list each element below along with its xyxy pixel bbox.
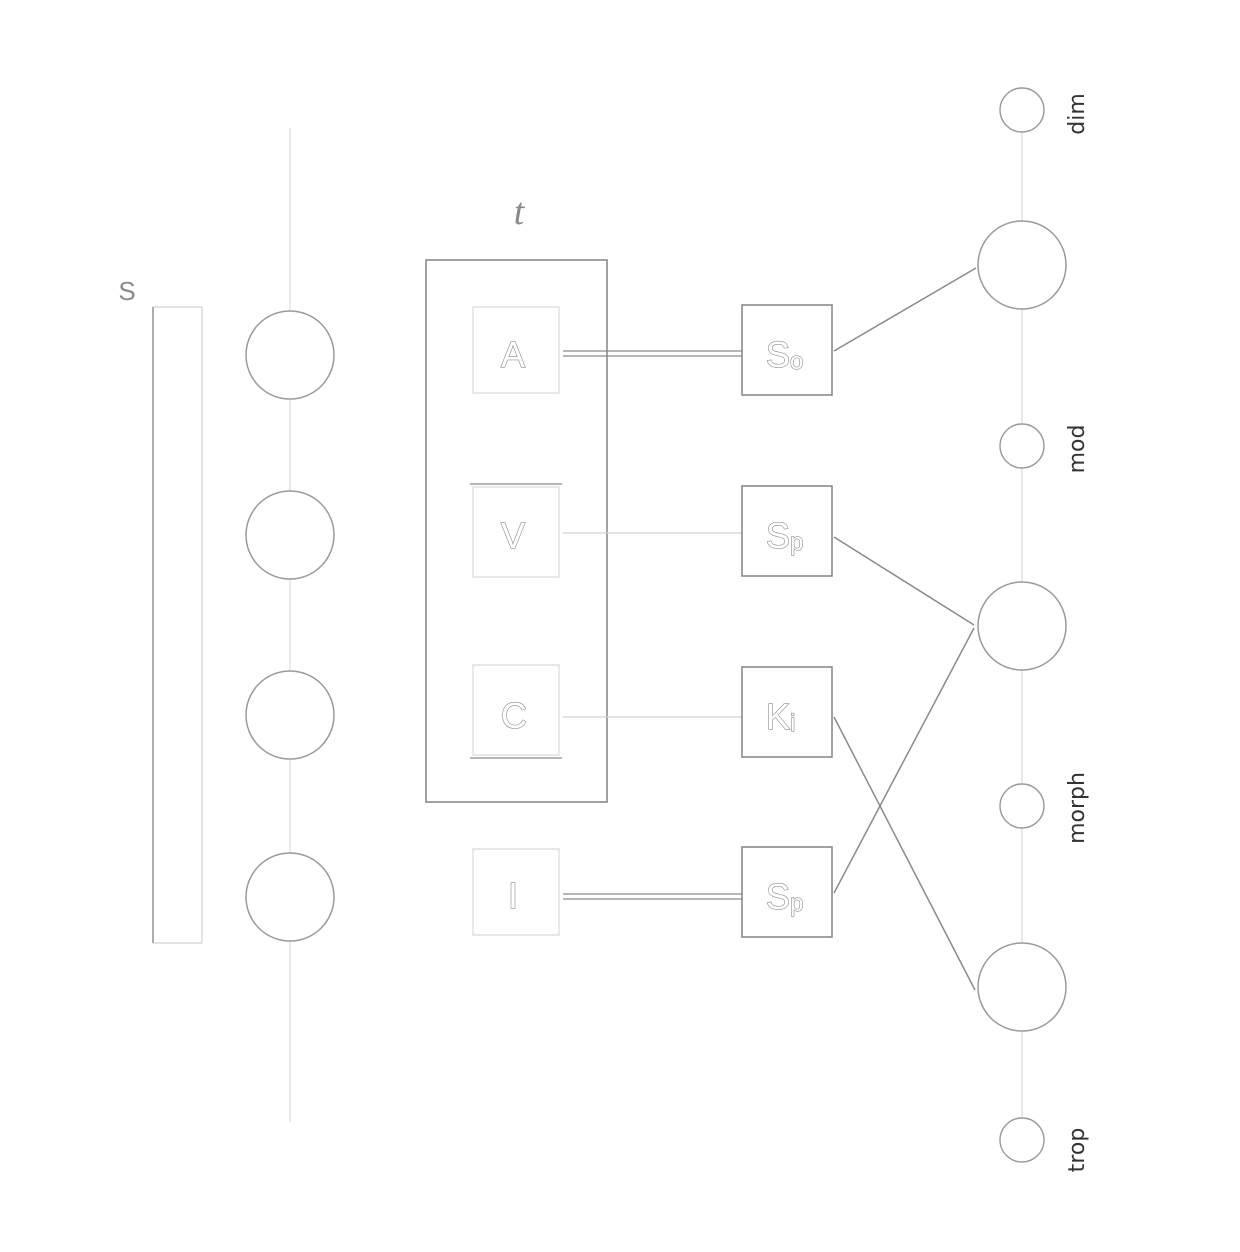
box-i-label: I	[508, 875, 518, 916]
axis-label-mod: mod	[1065, 425, 1090, 474]
node-sp-1	[741, 485, 833, 577]
left-circle-3	[245, 670, 335, 760]
left-circle-1	[245, 310, 335, 400]
edge-so-to-upper	[833, 267, 977, 352]
box-c-label: C	[501, 695, 527, 736]
right-small-circle-mod	[999, 423, 1045, 469]
node-so-label: So	[766, 334, 803, 375]
right-large-circle-1	[977, 220, 1067, 310]
s-label: S	[118, 276, 135, 306]
right-large-circle-3	[977, 942, 1067, 1032]
node-sp-1-label: Sp	[766, 515, 803, 556]
box-i	[472, 848, 560, 936]
t-label: t	[514, 191, 526, 233]
box-c	[472, 664, 560, 756]
node-sp-2	[741, 846, 833, 938]
node-ki	[741, 666, 833, 758]
t-group-box	[425, 259, 608, 803]
axis-label-morph: morph	[1065, 772, 1090, 844]
axis-label-trop: trop	[1065, 1128, 1090, 1173]
right-small-circle-dim	[999, 87, 1045, 133]
left-circle-4	[245, 852, 335, 942]
s-bracket	[152, 306, 203, 944]
right-large-circle-2	[977, 581, 1067, 671]
box-v	[472, 486, 560, 578]
left-circle-2	[245, 490, 335, 580]
right-small-circle-morph	[999, 783, 1045, 829]
box-a	[472, 306, 560, 394]
edge-sp1-to-middle	[833, 536, 975, 626]
axis-label-dim: dim	[1065, 93, 1090, 135]
node-ki-label: Ki	[766, 696, 795, 737]
box-v-label: V	[501, 515, 525, 556]
node-so	[741, 304, 833, 396]
edge-sp2-to-middle	[833, 627, 975, 894]
node-sp-2-label: Sp	[766, 876, 803, 917]
box-a-label: A	[501, 334, 525, 375]
right-small-circle-trop	[999, 1117, 1045, 1163]
edge-ki-to-lower	[833, 716, 976, 991]
